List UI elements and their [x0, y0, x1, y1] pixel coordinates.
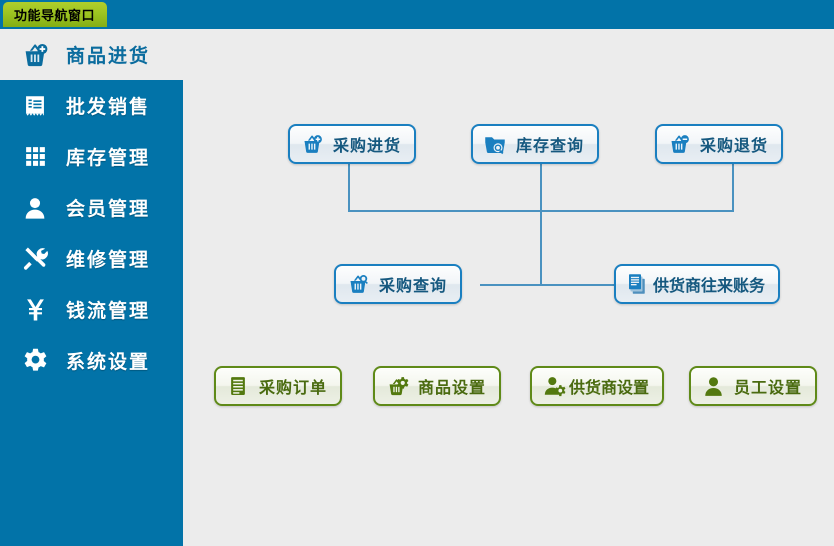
sidebar: 商品进货 批发销售 [0, 29, 183, 546]
document-lines-icon [225, 373, 251, 399]
basket-gear-icon [384, 373, 410, 399]
user-icon [18, 191, 52, 225]
user-icon [700, 373, 726, 399]
connector-line-left-drop [348, 164, 350, 212]
sidebar-item-member-management[interactable]: 会员管理 [0, 182, 183, 233]
flow-button-purchase-query[interactable]: 采购查询 [334, 264, 463, 304]
user-gear-icon [541, 373, 567, 399]
grid-icon [18, 140, 52, 174]
settings-button-label: 商品设置 [418, 378, 487, 397]
window-tab-label: 功能导航窗口 [14, 9, 96, 24]
sidebar-item-label: 商品进货 [66, 45, 151, 67]
sidebar-item-goods-purchase[interactable]: 商品进货 [0, 29, 183, 80]
settings-button-label: 供货商设置 [569, 378, 650, 397]
flow-button-purchase-return[interactable]: 采购退货 [655, 124, 784, 164]
basket-plus-icon [18, 38, 52, 72]
settings-button-label: 采购订单 [259, 378, 328, 397]
settings-button-goods-settings[interactable]: 商品设置 [373, 366, 502, 406]
sidebar-item-system-settings[interactable]: 系统设置 [0, 335, 183, 386]
invoice-icon [18, 89, 52, 123]
flow-button-label: 采购查询 [379, 276, 448, 295]
sidebar-item-cash-flow-management[interactable]: 钱流管理 [0, 284, 183, 335]
flow-button-label: 库存查询 [516, 136, 585, 155]
flow-button-purchase-inbound[interactable]: 采购进货 [288, 124, 417, 164]
sidebar-item-label: 库存管理 [66, 147, 151, 169]
flow-button-label: 采购进货 [333, 136, 402, 155]
sidebar-item-wholesale-sales[interactable]: 批发销售 [0, 80, 183, 131]
flow-button-supplier-accounts[interactable]: 供货商往来账务 [614, 264, 781, 304]
connector-line-center-drop [540, 164, 542, 212]
folder-search-icon [482, 131, 508, 157]
title-bar: 功能导航窗口 [0, 0, 834, 29]
flow-button-inventory-query[interactable]: 库存查询 [471, 124, 600, 164]
sidebar-item-label: 会员管理 [66, 198, 151, 220]
settings-button-employee-settings[interactable]: 员工设置 [689, 366, 818, 406]
documents-icon [625, 271, 651, 297]
gear-icon [18, 344, 52, 378]
sidebar-item-label: 批发销售 [66, 96, 151, 118]
main-content: 采购进货 库存查询 [183, 29, 834, 546]
connector-line-center-stem [540, 210, 542, 285]
settings-button-purchase-order[interactable]: 采购订单 [214, 366, 343, 406]
connector-line-right-drop [732, 164, 734, 212]
yuan-icon [18, 293, 52, 327]
flow-button-label: 采购退货 [700, 136, 769, 155]
settings-button-label: 员工设置 [734, 378, 803, 397]
connector-line-middle-row-right [540, 284, 614, 286]
sidebar-item-inventory-management[interactable]: 库存管理 [0, 131, 183, 182]
sidebar-item-label: 钱流管理 [66, 300, 151, 322]
sidebar-item-label: 系统设置 [66, 351, 151, 373]
flow-button-label: 供货商往来账务 [653, 276, 766, 295]
sidebar-item-label: 维修管理 [66, 249, 151, 271]
tools-icon [18, 242, 52, 276]
window-tab[interactable]: 功能导航窗口 [3, 2, 108, 27]
basket-search-icon [345, 271, 371, 297]
sidebar-item-repair-management[interactable]: 维修管理 [0, 233, 183, 284]
settings-button-supplier-settings[interactable]: 供货商设置 [530, 366, 665, 406]
basket-minus-icon [666, 131, 692, 157]
basket-plus-icon [299, 131, 325, 157]
